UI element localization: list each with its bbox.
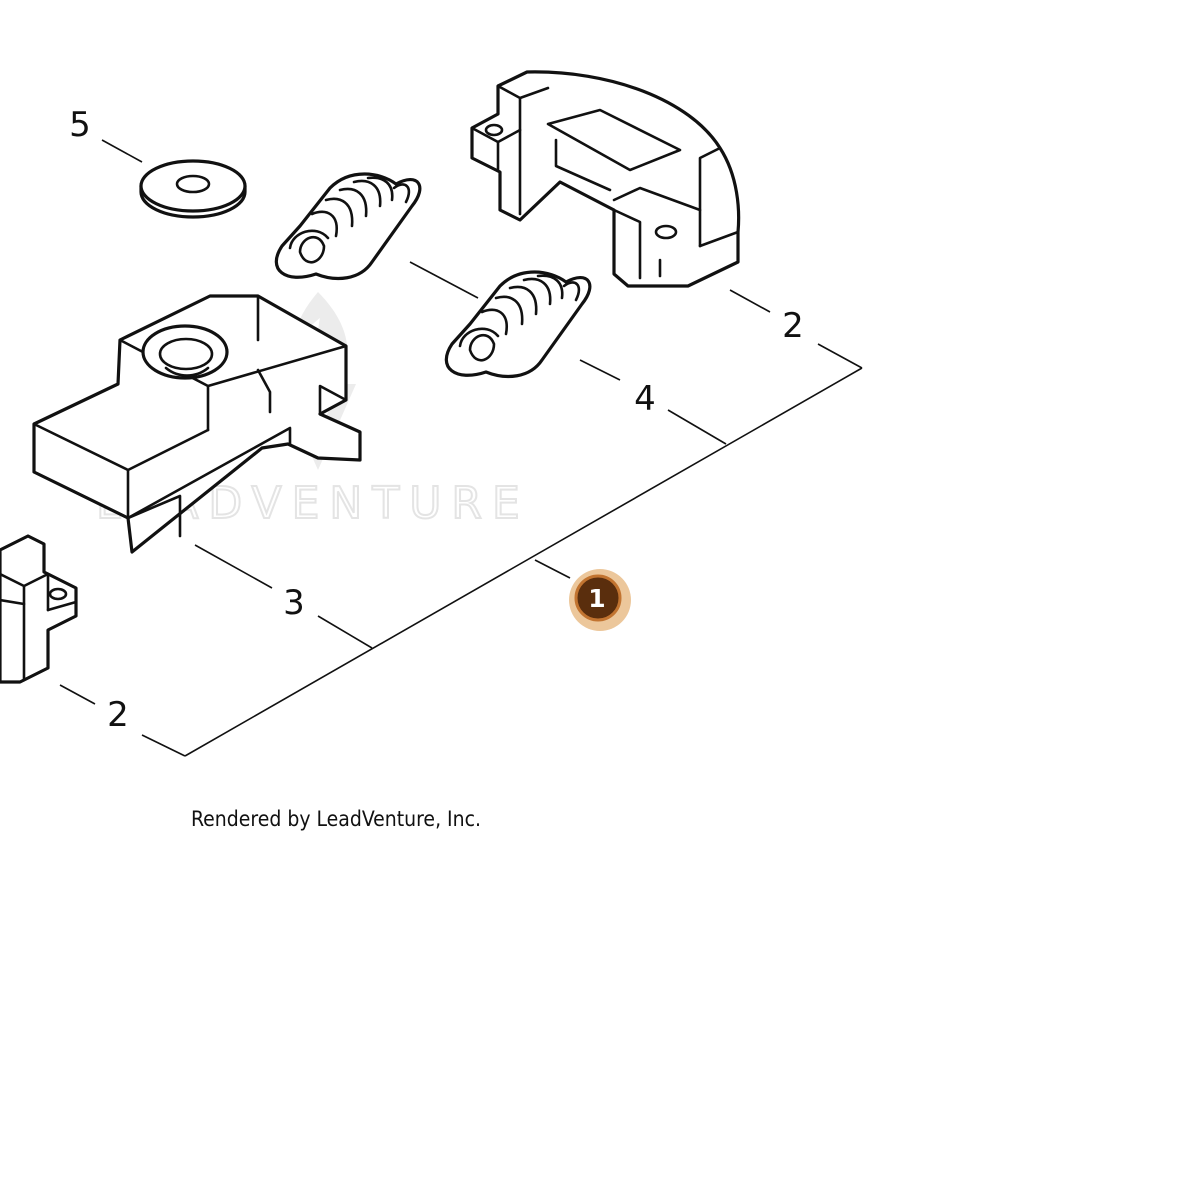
spring-upper-part <box>274 172 422 281</box>
callout-shoe-left-label: 2 <box>107 695 129 735</box>
washer-part <box>139 159 247 219</box>
hotspot-disc <box>574 574 622 622</box>
spring-right-part <box>444 270 592 379</box>
leader-lines <box>59 139 863 757</box>
callout-washer-label: 5 <box>69 105 91 145</box>
carrier-block-part <box>32 294 362 554</box>
callout-shoe-top-label: 2 <box>782 306 804 346</box>
callout-carrier-label: 3 <box>283 583 305 623</box>
clutch-shoe-lower-part <box>0 534 78 684</box>
hotspot-1-button[interactable]: 1 <box>569 569 631 631</box>
clutch-shoe-upper-part <box>470 70 741 288</box>
hotspot-number: 1 <box>588 584 605 613</box>
render-credit: Rendered by LeadVenture, Inc. <box>191 807 481 831</box>
callout-spring-right-label: 4 <box>634 379 656 419</box>
